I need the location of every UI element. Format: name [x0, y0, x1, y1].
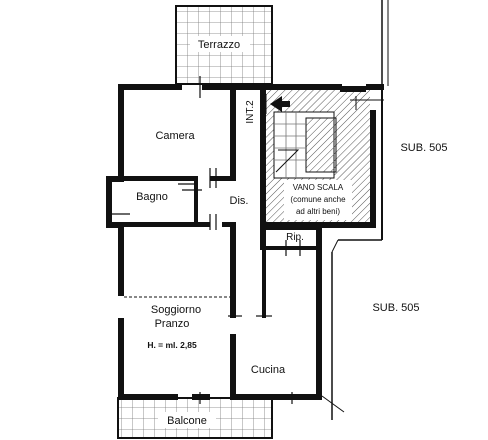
terrace	[175, 5, 273, 85]
soggiorno-label: Soggiorno	[151, 304, 201, 316]
height-note: H. = ml. 2,85	[147, 340, 197, 350]
pranzo-label: Pranzo	[155, 318, 190, 330]
door-ticks	[112, 76, 301, 404]
sub-label-bottom: SUB. 505	[372, 302, 419, 314]
neighbor-unit-outline	[321, 0, 389, 420]
dis-label: Dis.	[230, 195, 249, 207]
camera-label: Camera	[155, 130, 195, 142]
interior-number-label: INT.2	[245, 100, 256, 124]
balcone-label: Balcone	[167, 415, 207, 427]
sub-label-top: SUB. 505	[400, 142, 447, 154]
rip-label: Rip.	[286, 232, 304, 243]
interior-walls	[118, 88, 376, 400]
stair-label-line3: ad altri beni)	[296, 207, 340, 216]
bagno-label: Bagno	[136, 191, 168, 203]
stair-label-line2: (comune anche	[290, 195, 346, 204]
outer-walls	[106, 84, 384, 400]
stairwell	[266, 86, 384, 222]
stair-label-line1: VANO SCALA	[293, 183, 344, 192]
cucina-label: Cucina	[251, 364, 286, 376]
entrance-arrow-icon	[265, 94, 290, 114]
terrace-label: Terrazzo	[198, 39, 240, 51]
